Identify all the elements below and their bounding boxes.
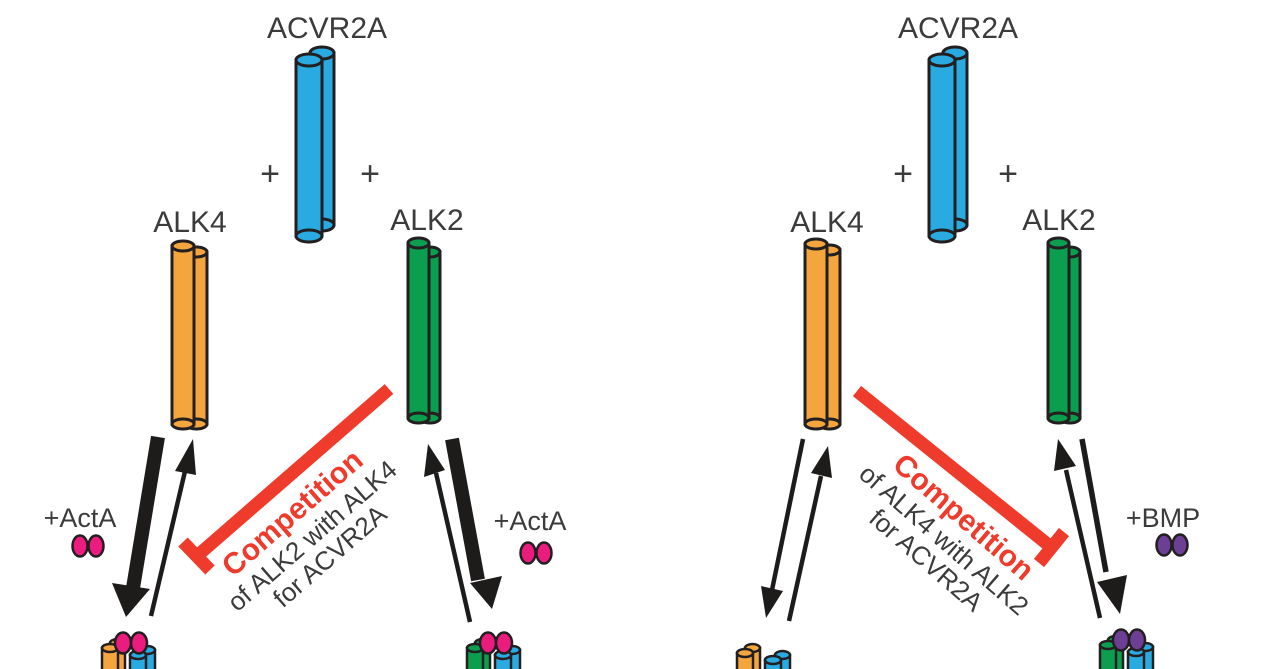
acvr2a-receptor-cylinders [927,45,969,244]
alk4-binding-arrows [761,438,832,622]
inhibition-bar [852,385,1070,568]
complex-alk4-acvr2a [735,642,792,669]
bmp-label: +BMP [1125,503,1201,533]
bmp-dimer-icon [1155,533,1189,557]
complex-alk4-acvr2a-acta [100,631,157,669]
activin-dimer-icon [71,534,105,558]
acvr2a-label: ACVR2A [266,12,388,45]
acta-label: +ActA [43,503,117,533]
alk2-label: ALK2 [1022,204,1096,237]
complex-alk2-acvr2a-bmp [1098,628,1155,669]
activin-dimer-icon [519,541,553,565]
panel-activin-shapes [71,45,553,669]
acvr2a-label: ACVR2A [897,12,1019,45]
acvr2a-receptor-cylinders [294,45,336,244]
alk4-label: ALK4 [153,206,227,239]
plus-sign: + [360,155,380,193]
inhibition-bar [178,384,394,575]
alk4-receptor-cylinders [803,237,842,431]
alk2-receptor-cylinders [1046,236,1082,425]
alk2-label: ALK2 [390,204,464,237]
plus-sign: + [260,155,280,193]
panel-bmp-shapes [735,45,1189,669]
plus-sign: + [998,155,1018,193]
complex-alk2-acvr2a-acta [465,631,522,669]
alk4-receptor-cylinders [170,239,209,431]
alk2-receptor-cylinders [406,236,442,425]
acta-label: +ActA [493,506,567,536]
plus-sign: + [893,155,913,193]
alk2-binding-arrows [424,437,502,623]
alk2-binding-arrows [1054,438,1127,619]
alk4-binding-arrows [112,435,196,617]
alk4-label: ALK4 [790,206,864,239]
